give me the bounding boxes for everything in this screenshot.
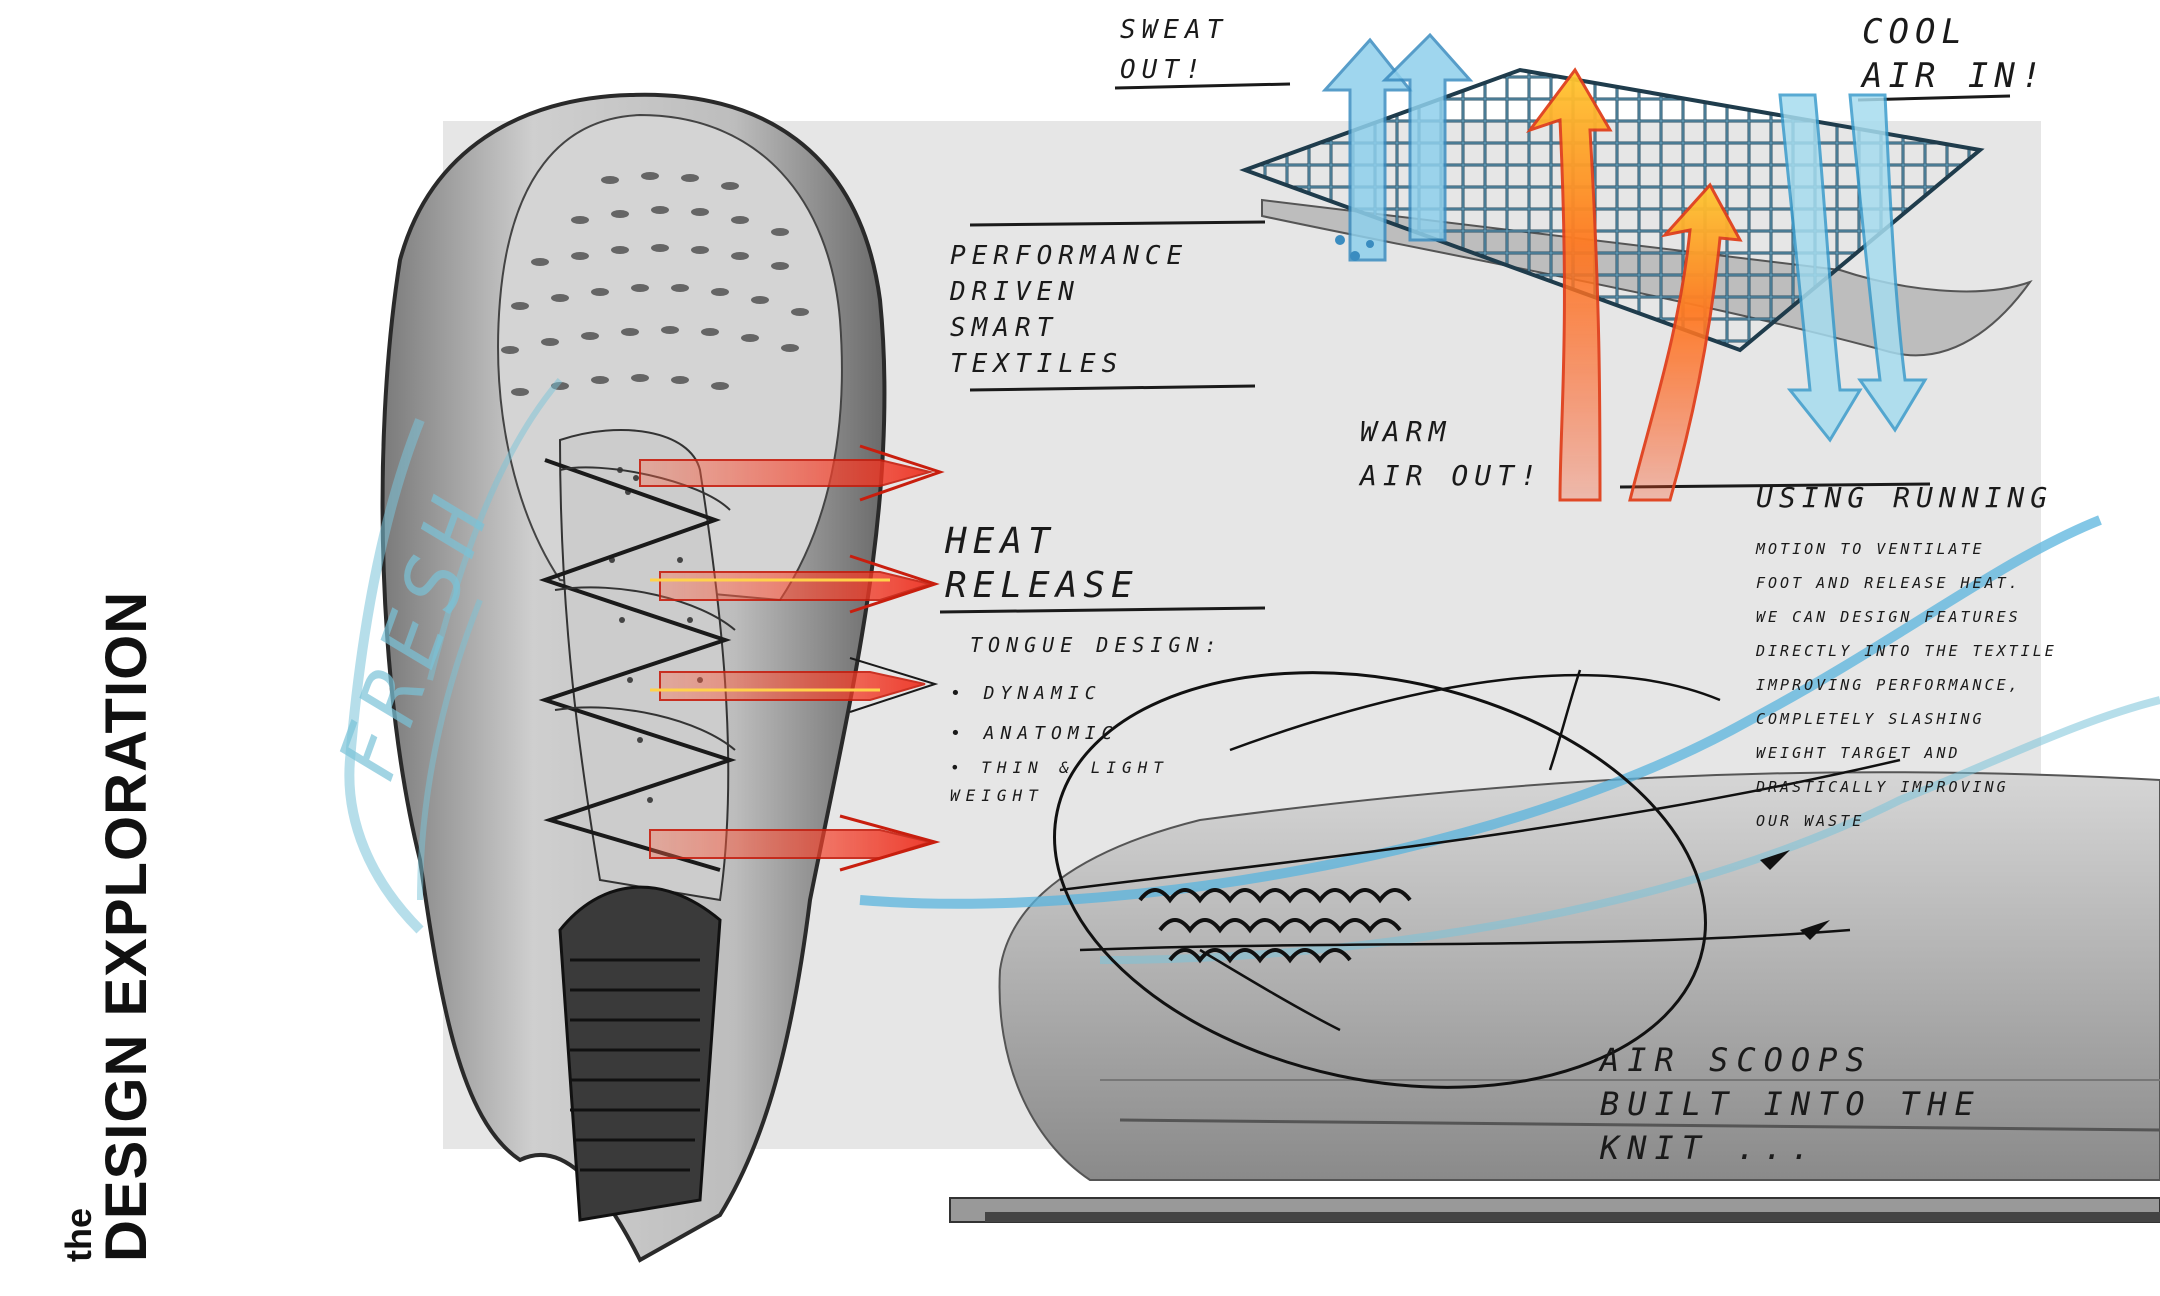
- heat-release-arrows: [639, 444, 945, 872]
- note-running-heading: Using running: [1756, 481, 2054, 514]
- note-tongue-point-2: • Anatomic: [950, 723, 1119, 744]
- note-running-body: motion to ventilate foot and release hea…: [1756, 540, 2057, 830]
- note-cool-air-in: Cool air in!: [1862, 12, 2048, 96]
- note-tongue-design: Tongue design:: [970, 633, 1223, 657]
- title-prefix: the: [58, 1208, 99, 1262]
- note-tongue-point-1: • Dynamic: [950, 683, 1102, 704]
- shoe-top-view: [344, 92, 887, 1263]
- textile-mesh-diagram: [1239, 32, 2033, 502]
- note-tongue-point-3: • Thin & light weight: [950, 758, 1169, 805]
- shoe-side-view: [859, 515, 2160, 1223]
- page-title: the DESIGN EXPLORATION: [58, 590, 159, 1262]
- note-heat-release: Heat release: [945, 521, 1139, 606]
- note-warm-air-out: Warm air out!: [1360, 415, 1543, 492]
- note-air-scoops: Air scoops built into the knit ...: [1600, 1041, 1982, 1167]
- note-smart-textiles: Performance driven smart textiles: [950, 241, 1189, 379]
- note-sweat-out: Sweat out!: [1120, 15, 1229, 85]
- title-main: DESIGN EXPLORATION: [94, 590, 159, 1262]
